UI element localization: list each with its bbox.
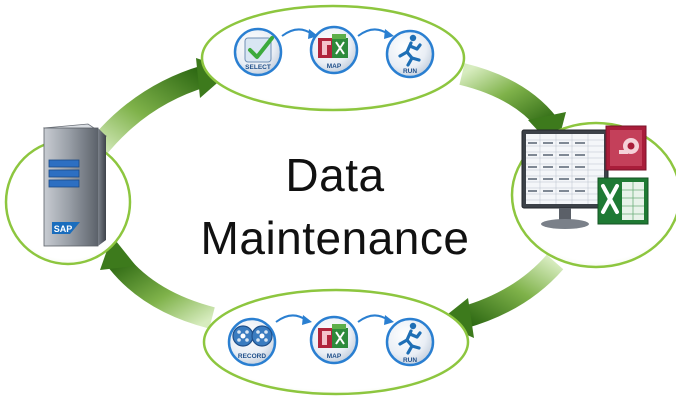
diagram-title-line-2: Maintenance <box>200 212 470 264</box>
step-label: MAP <box>327 63 342 70</box>
access-excel-icon <box>318 34 348 58</box>
runner-icon <box>398 322 422 355</box>
sap-logo-icon <box>52 222 80 234</box>
run-step: RUN <box>385 29 435 79</box>
checkmark-icon <box>244 36 274 63</box>
run-step: RUN <box>385 317 435 367</box>
diagram-title-line-1: Data <box>285 149 385 201</box>
sap-logo-text: SAP <box>54 224 73 234</box>
step-label: RUN <box>403 68 417 75</box>
step-label: RECORD <box>238 353 266 360</box>
spreadsheet-monitor-node <box>510 121 676 269</box>
record-step: RECORD <box>227 317 277 367</box>
access-excel-icon <box>318 324 348 348</box>
access-icon <box>605 125 647 171</box>
server-icon: SAP <box>42 123 108 247</box>
map-step: MAP <box>309 315 359 365</box>
step-label: MAP <box>327 353 342 360</box>
film-reel-icon <box>232 325 273 347</box>
step-label: RUN <box>403 357 417 364</box>
excel-icon <box>597 177 649 225</box>
runner-icon <box>398 34 422 67</box>
select-step: SELECT <box>233 27 283 77</box>
bottom-workflow-node: RECORD MAP <box>202 288 470 396</box>
sap-server-node: SAP <box>4 123 132 266</box>
top-workflow-node: SELECT MAP <box>200 4 466 112</box>
step-label: SELECT <box>245 64 271 71</box>
cycle-arrow-monitor-to-bottom <box>438 254 564 338</box>
map-step: MAP <box>309 25 359 75</box>
